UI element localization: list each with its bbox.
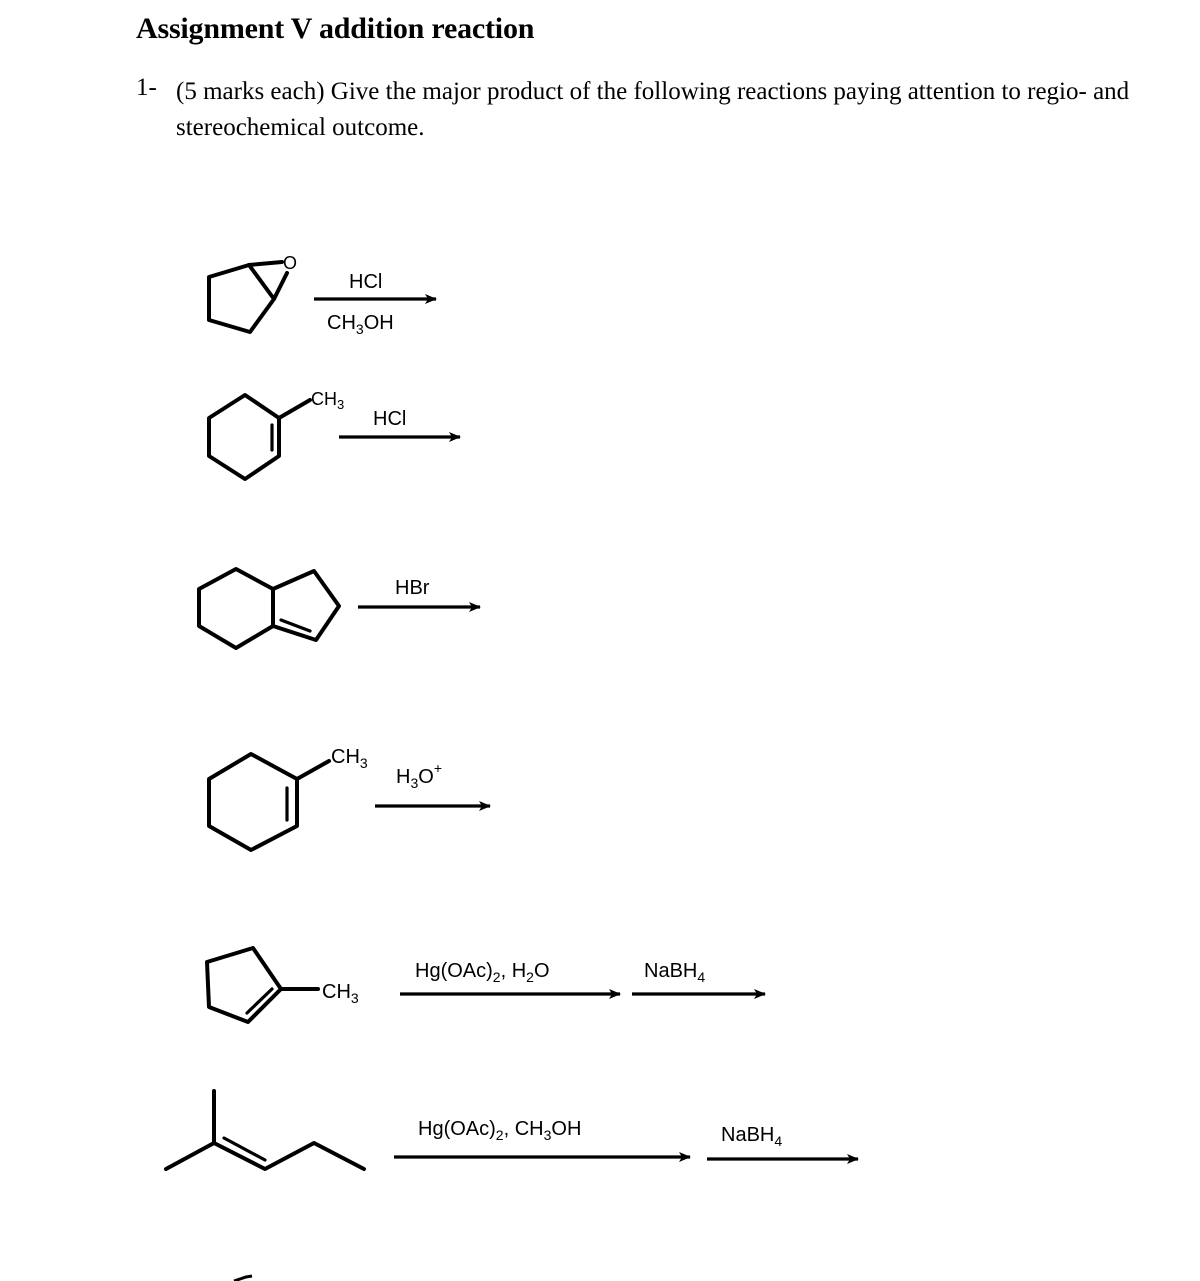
reaction-arrow-6a: Hg(OAc)2, CH3OH (394, 1118, 691, 1162)
molecule-2-methyl-2-pentene (164, 1089, 366, 1171)
reaction-3: HBr (197, 567, 481, 650)
reagent-hydronium: H3O+ (396, 760, 442, 791)
reaction-arrow-2: HCl (339, 408, 461, 442)
molecule-1-methylcyclohexene: CH3 (207, 746, 368, 852)
assignment-title: Assignment V addition reaction (136, 12, 535, 45)
molecule-hexahydroindene (197, 567, 341, 650)
reagent-hcl: HCl (349, 271, 382, 293)
question-number: 1- (136, 74, 157, 101)
methyl-label: CH3 (322, 981, 359, 1006)
reaction-arrow-4: H3O+ (375, 760, 491, 811)
question-text: (5 marks each) Give the major product of… (176, 78, 1130, 141)
reaction-arrow-3: HBr (358, 577, 481, 612)
reaction-arrow-5a: Hg(OAc)2, H2O (400, 960, 621, 999)
molecule-1-methylcyclopentene: CH3 (205, 946, 359, 1024)
methyl-label: CH3 (311, 389, 344, 412)
reaction-5: CH3 Hg(OAc)2, H2O NaBH4 (205, 946, 766, 1024)
reaction-arrow-1: HCl CH3OH (314, 271, 437, 337)
reagent-mercuric-acetate-methanol: Hg(OAc)2, CH3OH (418, 1118, 581, 1143)
oxygen-label: O (283, 253, 297, 273)
molecule-1-methylcyclohexene: CH3 (207, 389, 344, 481)
reaction-4: CH3 H3O+ (207, 746, 491, 852)
reaction-arrow-5b: NaBH4 (632, 960, 766, 999)
reagent-sodium-borohydride: NaBH4 (721, 1124, 782, 1149)
reaction-2: CH3 HCl (207, 389, 461, 481)
cropped-bond-fragment (233, 1274, 253, 1281)
reaction-1: O HCl CH3OH (207, 253, 437, 337)
reagent-mercuric-acetate-water: Hg(OAc)2, H2O (415, 960, 550, 985)
methyl-label: CH3 (331, 746, 368, 771)
reagent-hbr: HBr (395, 577, 430, 599)
reagent-sodium-borohydride: NaBH4 (644, 960, 705, 985)
molecule-cyclopentene-oxide: O (207, 253, 297, 334)
reaction-6: Hg(OAc)2, CH3OH NaBH4 (164, 1089, 859, 1171)
reagent-methanol: CH3OH (327, 312, 394, 337)
reaction-arrow-6b: NaBH4 (707, 1124, 859, 1164)
reagent-hcl: HCl (373, 408, 406, 430)
